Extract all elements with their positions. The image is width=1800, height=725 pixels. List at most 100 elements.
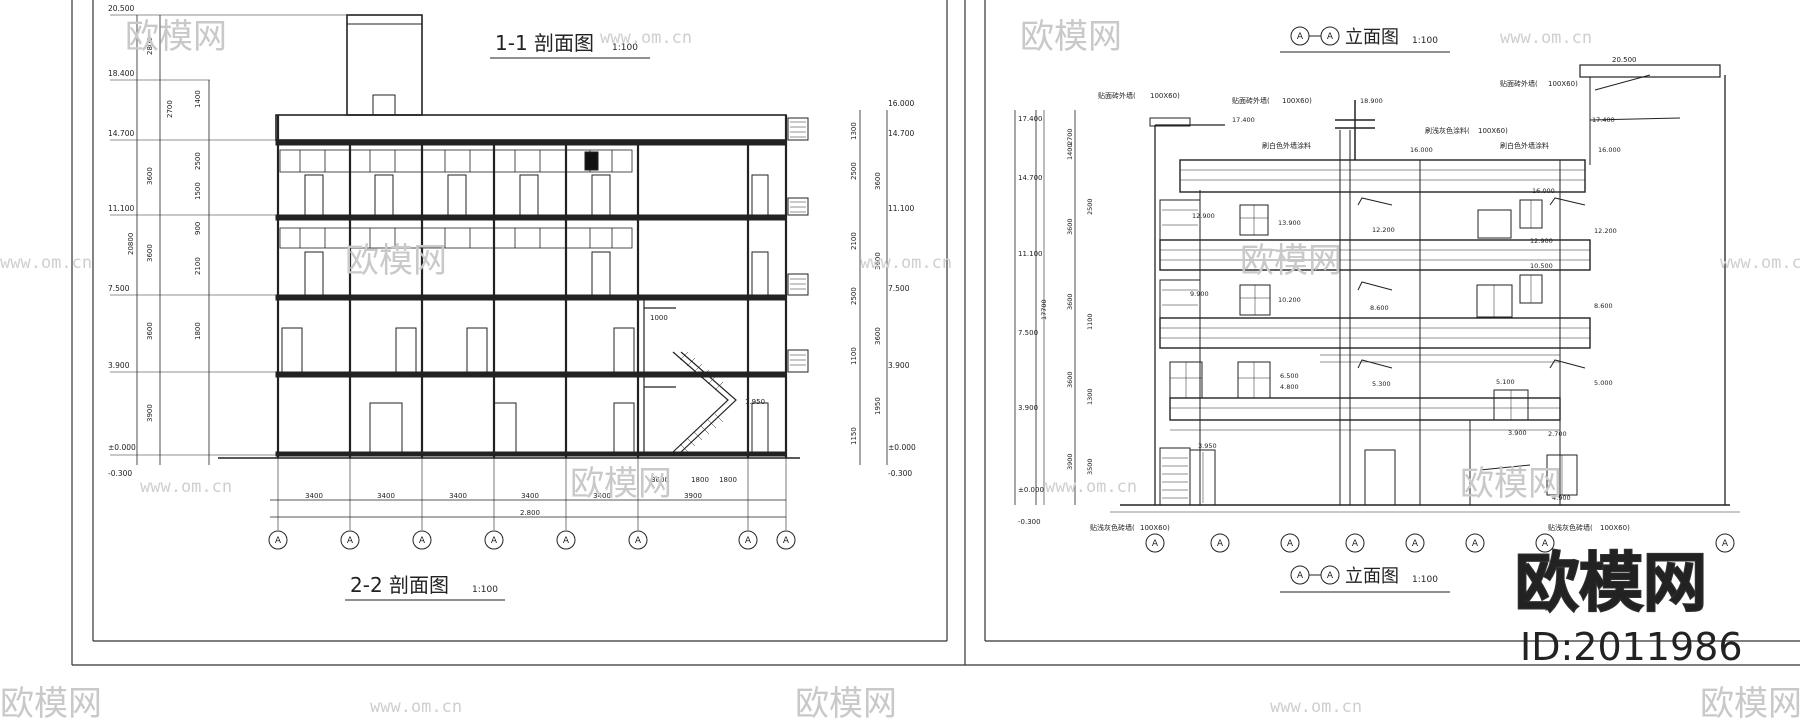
level-label: -0.300	[1018, 518, 1041, 526]
axis-bubble: A	[1287, 539, 1294, 549]
level-label: 10.200	[1278, 296, 1301, 304]
level-label: 11.100	[888, 204, 914, 213]
level-label: 14.700	[888, 129, 914, 138]
material-note: 100X60)	[1478, 127, 1508, 135]
axis-bubble: A	[745, 536, 752, 546]
dim-label: 3600	[146, 167, 154, 185]
level-label: 10.500	[1530, 262, 1553, 270]
material-note: 刷白色外墙涂料	[1500, 141, 1549, 150]
elevation-scale-1: 1:100	[1412, 36, 1438, 46]
level-label: 9.900	[1190, 290, 1209, 298]
axis-bubble: A	[1217, 539, 1224, 549]
dim-label: 20800	[127, 233, 135, 255]
elevation-drawing	[1014, 26, 1740, 585]
material-note: 贴浅灰色砖墙(	[1090, 523, 1135, 532]
level-label: 12.900	[1530, 237, 1553, 245]
level-label: 4.900	[1552, 494, 1571, 502]
material-note: 100X60)	[1548, 80, 1578, 88]
level-label: 16.000	[1598, 146, 1621, 154]
axis-bubble: A	[1722, 539, 1729, 549]
elevation-inner-levels: 17.400 16.000 18.900 12.900 13.900 12.20…	[1190, 97, 1621, 502]
section-scale-2: 1:100	[472, 585, 498, 595]
level-label: 20.500	[108, 4, 134, 13]
material-note: 100X60)	[1282, 97, 1312, 105]
dim-label: 3600	[146, 322, 154, 340]
section-horizontal-dims: 3400 3400 3400 3400 3400 3600 1800 1800 …	[305, 476, 737, 517]
dim-label: 2100	[850, 232, 858, 250]
material-note: 贴浅灰色砖墙(	[1548, 523, 1593, 532]
material-note: 100X60)	[1600, 524, 1630, 532]
axis-bubble: A	[1352, 539, 1359, 549]
level-label: ±0.000	[888, 443, 916, 452]
watermarks: 欧模网 www.om.cn 欧模网 www.om.cn www.om.cn 欧模…	[0, 17, 1800, 724]
axis-bubble: A	[275, 536, 282, 546]
section-title-2: 2-2 剖面图	[350, 573, 449, 597]
dim-label: 17700	[1040, 299, 1048, 320]
dim-label: 3900	[1066, 453, 1074, 470]
dim-label: 1800	[719, 476, 737, 484]
dim-label: 2700	[1066, 128, 1074, 145]
dim-label: 1400	[194, 90, 202, 108]
stair-note: 1.950	[745, 398, 765, 406]
dim-label: 1300	[1086, 388, 1094, 405]
axis-bubble: A	[1412, 539, 1419, 549]
material-note: 100X60)	[1140, 524, 1170, 532]
level-label: -0.300	[888, 469, 912, 478]
dim-label: 1100	[850, 347, 858, 365]
brand-stamp: 欧模网 ID:2011986	[1514, 546, 1743, 669]
dim-label: 3400	[377, 492, 395, 500]
level-label: 8.600	[1370, 304, 1389, 312]
axis-bubble: A	[1542, 539, 1549, 549]
level-label: 16.000	[888, 99, 914, 108]
watermark-url: www.om.cn	[1720, 253, 1800, 273]
section-drawing	[110, 14, 888, 550]
watermark-brand: 欧模网	[795, 684, 897, 721]
level-label: 11.100	[1018, 250, 1043, 258]
section-titles: 1-1 剖面图 1:100 2-2 剖面图 1:100	[345, 31, 650, 601]
dim-label: 2500	[194, 152, 202, 170]
level-label: 8.600	[1594, 302, 1613, 310]
model-id: ID:2011986	[1520, 625, 1743, 669]
level-label: 12.900	[1192, 212, 1215, 220]
material-note: 贴面砖外墙(	[1232, 96, 1270, 105]
section-axis-labels: A A A A A A A A	[275, 536, 790, 546]
level-label: 16.000	[1410, 146, 1433, 154]
material-note: 贴面砖外墙(	[1500, 79, 1538, 88]
axis-bubble: A	[783, 536, 790, 546]
watermark-url: www.om.cn	[0, 253, 92, 273]
elevation-title-1: 立面图	[1345, 27, 1399, 48]
dim-label: 1400	[1066, 143, 1074, 160]
dim-label: 3600	[1066, 293, 1074, 310]
axis-bubble: A	[1152, 539, 1159, 549]
material-note: 贴面砖外墙(	[1098, 91, 1136, 100]
level-label: 14.700	[1018, 174, 1043, 182]
dim-label: 1800	[194, 322, 202, 340]
axis-bubble: A	[635, 536, 642, 546]
level-label: 13.900	[1278, 219, 1301, 227]
level-label: 4.800	[1280, 383, 1299, 391]
level-label: 3.950	[1198, 442, 1217, 450]
dim-label: 3600	[146, 244, 154, 262]
level-label: 3.900	[888, 361, 910, 370]
section-title-1: 1-1 剖面图	[495, 31, 594, 55]
stair-note: 1000	[650, 314, 668, 322]
dim-label: 1100	[1086, 313, 1094, 330]
dim-label: 2700	[166, 100, 174, 118]
brand-logo-text: 欧模网	[1515, 547, 1707, 621]
watermark-brand: 欧模网	[1460, 464, 1562, 504]
dim-label: 3600	[651, 476, 669, 484]
watermark-url: www.om.cn	[1045, 477, 1137, 497]
dim-label: 3600	[874, 172, 882, 190]
dim-label: 900	[194, 222, 202, 235]
level-label: 5.100	[1496, 378, 1515, 386]
axis-bubble: A	[1327, 32, 1334, 42]
watermark-url: www.om.cn	[370, 697, 462, 717]
level-label: 5.300	[1372, 380, 1391, 388]
dim-label: 2500	[850, 162, 858, 180]
axis-bubble: A	[491, 536, 498, 546]
elevation-vertical-dims: 2700 1400 3600 2500 3600 1100 3600 1300 …	[1040, 128, 1094, 475]
dim-label: 3600	[874, 252, 882, 270]
dim-label: 3900	[146, 404, 154, 422]
dim-label: 3500	[1086, 458, 1094, 475]
